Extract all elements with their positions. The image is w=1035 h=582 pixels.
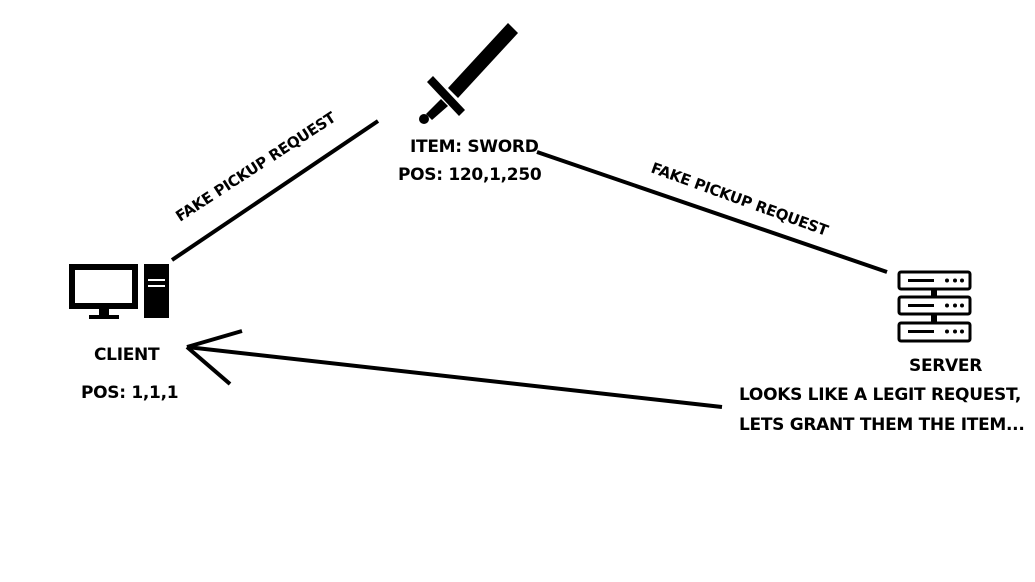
response-arrow	[185, 329, 723, 409]
edge-label-client-to-item: FAKE PICKUP REQUEST	[172, 108, 339, 225]
desktop-computer-icon	[69, 264, 169, 319]
item-name-label: ITEM: SWORD	[410, 137, 539, 157]
item-pos-label: POS: 120,1,250	[398, 165, 542, 185]
client-name-label: CLIENT	[94, 345, 160, 365]
edge-item-to-server	[536, 150, 888, 274]
server-name-label: SERVER	[909, 356, 982, 376]
server-response-line-1: LOOKS LIKE A LEGIT REQUEST,	[739, 385, 1021, 405]
edge-client-to-item	[170, 119, 380, 262]
server-rack-icon	[897, 270, 972, 343]
client-pos-label: POS: 1,1,1	[81, 383, 178, 403]
server-response-line-2: LETS GRANT THEM THE ITEM...	[739, 415, 1025, 435]
sword-icon	[419, 23, 518, 124]
